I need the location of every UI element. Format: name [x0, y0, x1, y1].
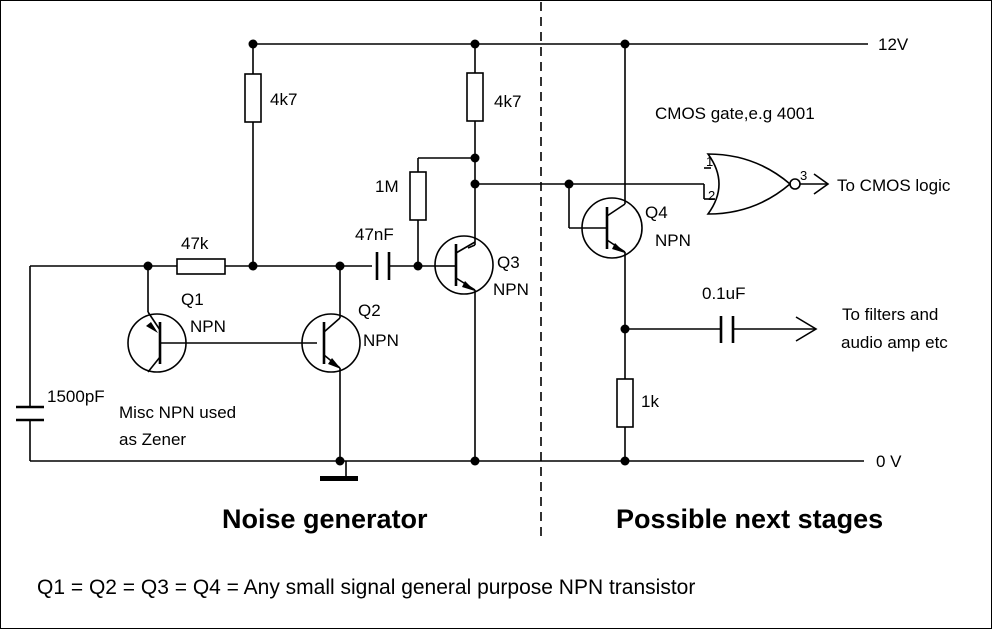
nor-gate [706, 153, 792, 215]
gate-pin3: 3 [800, 168, 807, 183]
junction-dots [143, 39, 630, 466]
supply-label: 12V [878, 35, 909, 54]
zener-note-line2: as Zener [119, 430, 186, 449]
footnote: Q1 = Q2 = Q3 = Q4 = Any small signal gen… [37, 576, 695, 599]
resistor-r3 [176, 258, 226, 275]
resistor-r2-label: 4k7 [494, 92, 521, 111]
resistor-r1 [244, 73, 262, 123]
resistor-r1-label: 4k7 [270, 90, 297, 109]
capacitor-c2-label: 47nF [355, 225, 394, 244]
ground-label: 0 V [876, 452, 902, 471]
resistor-r4-label: 1M [375, 177, 399, 196]
section-noise-generator: Noise generator [222, 504, 428, 534]
nor-gate-bubble [789, 178, 801, 190]
q4-type: NPN [655, 231, 691, 250]
to-filters-line1: To filters and [842, 305, 938, 324]
resistor-r5-label: 1k [641, 392, 659, 411]
q4-name: Q4 [645, 203, 668, 222]
q3-name: Q3 [497, 253, 520, 272]
resistor-r5 [616, 378, 634, 428]
q2-type: NPN [363, 331, 399, 350]
to-cmos-label: To CMOS logic [837, 176, 951, 195]
resistor-r3-label: 47k [181, 234, 209, 253]
resistor-r4 [409, 171, 427, 221]
resistor-r2 [466, 72, 484, 122]
q1-name: Q1 [181, 290, 204, 309]
to-filters-line2: audio amp etc [841, 333, 948, 352]
gate-pin1: 1 [706, 154, 713, 169]
gate-pin2: 2 [708, 188, 715, 203]
q1-type: NPN [190, 317, 226, 336]
ground-symbol [320, 476, 358, 481]
transistor-q3 [434, 235, 494, 295]
q3-type: NPN [493, 280, 529, 299]
transistor-q2 [301, 313, 361, 373]
capacitor-c3-label: 0.1uF [702, 284, 745, 303]
zener-note-line1: Misc NPN used [119, 403, 236, 422]
gate-label: CMOS gate,e.g 4001 [655, 104, 815, 123]
q2-name: Q2 [358, 301, 381, 320]
section-next-stages: Possible next stages [616, 504, 883, 534]
capacitor-c1-label: 1500pF [47, 387, 105, 406]
audio-output-arrow [795, 316, 818, 342]
